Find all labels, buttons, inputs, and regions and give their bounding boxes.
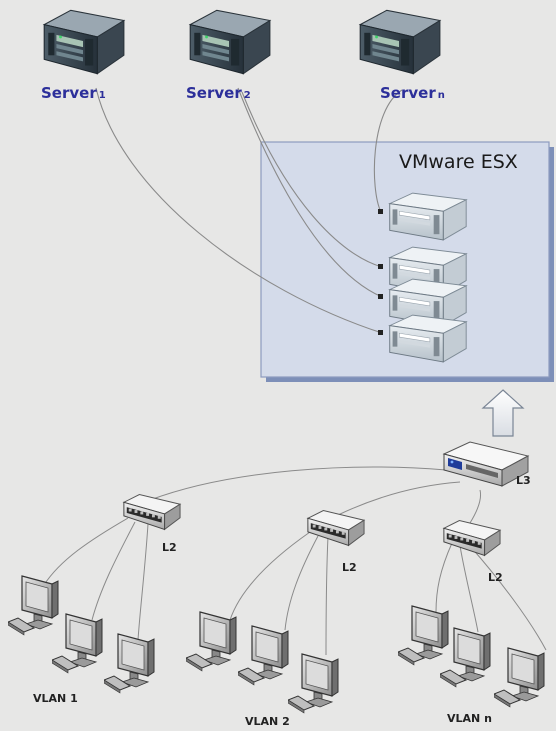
vlan-1-label: VLAN 1 xyxy=(33,692,78,705)
link-l2a-l3 xyxy=(149,466,447,501)
workstation-icon xyxy=(398,605,449,666)
esx-title: VMware ESX xyxy=(399,151,518,173)
l3-switch-label: L3 xyxy=(516,474,531,487)
migration-connectors xyxy=(95,87,403,334)
connector-end-markers xyxy=(378,209,383,335)
link-l2b-pc2 xyxy=(284,535,319,631)
link-l2a-pc3 xyxy=(137,523,149,641)
server-2-name: Server xyxy=(186,84,242,102)
link-l2c-pc3 xyxy=(469,545,547,651)
workstation-icon xyxy=(52,613,103,674)
link-l2c-pc2 xyxy=(459,545,479,633)
workstation-icon xyxy=(238,625,289,686)
link-l2c-l3 xyxy=(469,489,481,524)
vlan-2-label: VLAN 2 xyxy=(245,715,290,728)
up-arrow-icon xyxy=(481,389,525,437)
server-1-name: Server xyxy=(41,84,97,102)
workstation-icon xyxy=(8,575,59,636)
server-2-index: 2 xyxy=(243,90,251,101)
connector-server1-vm xyxy=(95,87,383,334)
workstation-icon xyxy=(104,633,155,694)
vlan-n-label: VLAN n xyxy=(447,712,492,725)
l2-switch-icon xyxy=(443,520,501,556)
connector-servern-vm xyxy=(373,89,403,213)
server-n-icon xyxy=(359,9,441,75)
link-l2a-pc2 xyxy=(91,521,136,621)
vm-icon xyxy=(389,192,467,241)
server-1-index: 1 xyxy=(98,90,106,101)
workstation-icon xyxy=(186,611,237,672)
link-l2a-pc1 xyxy=(43,517,129,586)
connector-server2-vm-b xyxy=(241,91,383,268)
server-2-icon xyxy=(189,9,271,75)
workstation-icon xyxy=(288,653,339,714)
network-connectors xyxy=(43,466,547,656)
link-l2b-l3 xyxy=(337,481,461,516)
server-n-name: Server xyxy=(380,84,436,102)
l2-switch-label: L2 xyxy=(342,561,357,574)
connector-server2-vm xyxy=(237,87,383,298)
server-1-icon xyxy=(43,9,125,75)
l2-switch-label: L2 xyxy=(488,571,503,584)
workstation-icon xyxy=(494,647,545,708)
server-n-index: n xyxy=(437,90,445,101)
link-l2b-pc3 xyxy=(325,535,329,656)
link-l2b-pc1 xyxy=(229,531,311,621)
l2-switch-label: L2 xyxy=(162,541,177,554)
link-l2c-pc1 xyxy=(435,542,453,613)
vm-icon xyxy=(389,314,467,363)
l2-switch-icon xyxy=(123,494,181,530)
